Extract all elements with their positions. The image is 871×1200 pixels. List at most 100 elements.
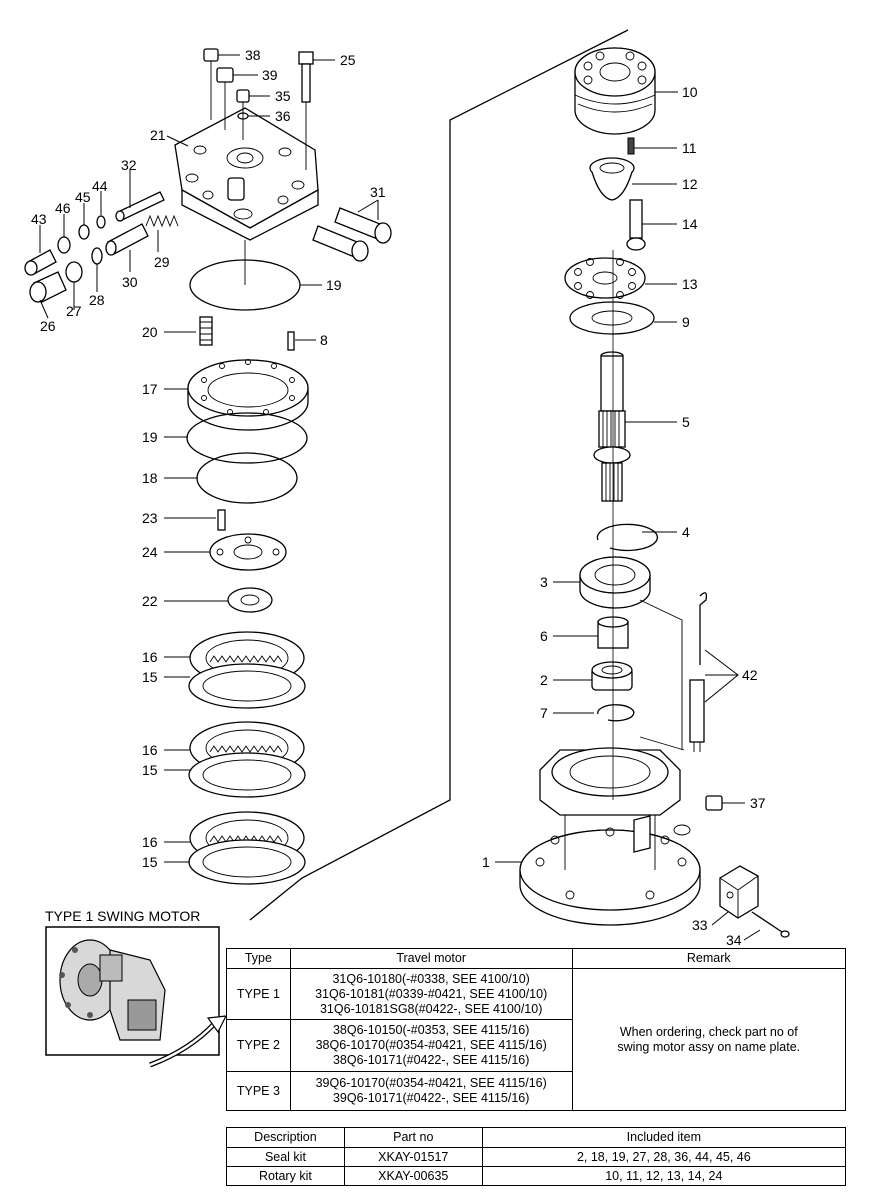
kit-description: Rotary kit: [226, 1166, 345, 1186]
type-cell: TYPE 1: [226, 968, 291, 1020]
label-31: 31: [370, 184, 386, 200]
kit-description: Seal kit: [226, 1147, 345, 1167]
label-24: 24: [142, 544, 158, 560]
kit-items: 2, 18, 19, 27, 28, 36, 44, 45, 46: [481, 1147, 847, 1167]
label-16a: 16: [142, 649, 158, 665]
type-cell: TYPE 3: [226, 1071, 291, 1111]
label-46: 46: [55, 200, 71, 216]
label-16c: 16: [142, 834, 158, 850]
label-42: 42: [742, 667, 758, 683]
plug-26: [29, 271, 67, 303]
label-30: 30: [122, 274, 138, 290]
label-34: 34: [726, 932, 742, 948]
label-20: 20: [142, 324, 158, 340]
label-7: 7: [540, 705, 548, 721]
oring-45: [78, 224, 90, 240]
label-19-lower: 19: [142, 429, 158, 445]
label-38: 38: [245, 47, 261, 63]
label-16b: 16: [142, 742, 158, 758]
inset-caption: TYPE 1 SWING MOTOR: [45, 908, 200, 924]
relief-valve-31: [312, 207, 392, 262]
label-6: 6: [540, 628, 548, 644]
label-28: 28: [89, 292, 105, 308]
travel-motor-header: Travel motor: [289, 948, 573, 969]
label-9: 9: [682, 314, 690, 330]
cylinder-block-10: [574, 47, 656, 135]
snap-ring-7: [597, 704, 635, 722]
spool-32: [115, 191, 165, 222]
kit-table: Description Part no Included item Seal k…: [226, 1127, 847, 1186]
oring-44: [96, 215, 106, 229]
ring-46: [57, 236, 71, 254]
label-17: 17: [142, 381, 158, 397]
label-13: 13: [682, 276, 698, 292]
oring-19-lower: [186, 412, 308, 464]
plug-43: [24, 249, 57, 276]
description-header: Description: [226, 1127, 345, 1148]
label-36: 36: [275, 108, 291, 124]
label-3: 3: [540, 574, 548, 590]
valve-33: [719, 865, 759, 919]
travel-motor-cell: 38Q6-10150(-#0353, SEE 4115/16) 38Q6-101…: [289, 1019, 573, 1072]
drive-shaft-5: [593, 351, 631, 502]
type-header: Type: [226, 948, 291, 969]
label-2: 2: [540, 672, 548, 688]
oring-28: [91, 247, 103, 265]
separator-plate-15b: [188, 752, 306, 798]
label-45: 45: [75, 189, 91, 205]
label-15c: 15: [142, 854, 158, 870]
pin-8: [287, 331, 295, 351]
label-27: 27: [66, 303, 82, 319]
label-37: 37: [750, 795, 766, 811]
poppet-30: [105, 223, 149, 256]
separator-plate-15c: [188, 839, 306, 885]
spring-20: [199, 316, 213, 346]
shoe-plate-9: [569, 301, 655, 335]
spring-11: [627, 137, 635, 155]
spring-29: [145, 214, 179, 228]
label-5: 5: [682, 414, 690, 430]
label-25: 25: [340, 52, 356, 68]
swing-motor-photo: [59, 939, 166, 1041]
plug-37: [705, 795, 723, 811]
label-23: 23: [142, 510, 158, 526]
separator-plate-15a: [188, 663, 306, 709]
kit-items: 10, 11, 12, 13, 14, 24: [481, 1166, 847, 1186]
kit-part-no: XKAY-01517: [343, 1147, 483, 1167]
piston-14: [626, 199, 646, 251]
label-21: 21: [150, 127, 166, 143]
bolt-34: [751, 911, 790, 938]
label-12: 12: [682, 176, 698, 192]
set-plate-13: [564, 257, 646, 299]
kit-part-no: XKAY-00635: [343, 1166, 483, 1186]
travel-motor-cell: 31Q6-10180(-#0338, SEE 4100/10) 31Q6-101…: [289, 968, 573, 1020]
plate-24: [209, 533, 287, 571]
label-44: 44: [92, 178, 108, 194]
label-35: 35: [275, 88, 291, 104]
bearing-3: [579, 556, 651, 609]
label-11: 11: [682, 140, 697, 156]
leader-lines: [39, 54, 761, 941]
part-no-header: Part no: [343, 1127, 483, 1148]
label-10: 10: [682, 84, 698, 100]
bearing-22: [227, 587, 273, 613]
oil-seal-2: [591, 661, 633, 691]
label-19-upper: 19: [326, 277, 342, 293]
label-4: 4: [682, 524, 690, 540]
type-cell: TYPE 2: [226, 1019, 291, 1072]
label-43: 43: [31, 211, 47, 227]
label-18: 18: [142, 470, 158, 486]
casing-1: [519, 599, 701, 926]
divider-line: [249, 29, 629, 921]
housing-21: [174, 107, 319, 241]
bolt-25: [298, 51, 314, 170]
remark-header: Remark: [571, 948, 847, 969]
label-26: 26: [40, 318, 56, 334]
snap-ring-4: [596, 523, 659, 552]
label-14: 14: [682, 216, 698, 232]
label-33: 33: [692, 917, 708, 933]
motor-type-table: Type Travel motor Remark TYPE 1 31Q6-101…: [226, 948, 847, 1111]
travel-motor-cell: 39Q6-10170(#0354-#0421, SEE 4115/16) 39Q…: [289, 1071, 573, 1111]
ball-guide-12: [589, 157, 635, 201]
pin-23: [217, 509, 226, 531]
